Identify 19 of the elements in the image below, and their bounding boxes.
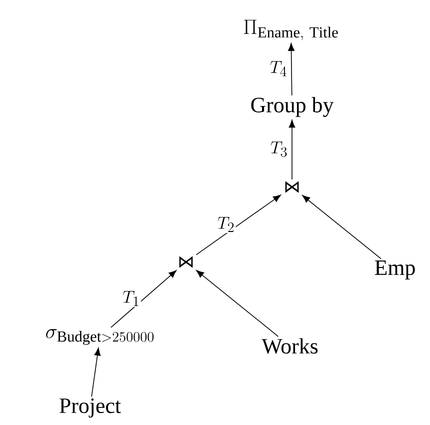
join-symbol: ⋈ (179, 256, 193, 268)
edge-label: $T_{1}$ (122, 290, 141, 308)
arrow (288, 43, 294, 96)
arrow (302, 195, 382, 260)
relation-name: Emp (374, 260, 415, 280)
join-symbol: ⋈ (285, 181, 299, 193)
edge-label: $T_{3}$ (269, 140, 289, 158)
group-by-operator: Group by (251, 97, 334, 117)
selection-operator: $\sigma_{\mathrm{Budget}>250000}$ (46, 329, 154, 345)
edge-label: $T_{4}$ (268, 60, 288, 78)
arrow (288, 120, 296, 180)
arrow (196, 270, 279, 337)
relation-name: Project (60, 398, 121, 418)
relation-name: Works (262, 338, 318, 354)
arrow (110, 270, 177, 328)
projection-operator: $\Pi_{\mathrm{Ename,\ Title}}$ (244, 20, 338, 40)
edge-label: $T_{2}$ (216, 216, 236, 234)
arrow (91, 348, 101, 398)
arrow (196, 194, 281, 256)
